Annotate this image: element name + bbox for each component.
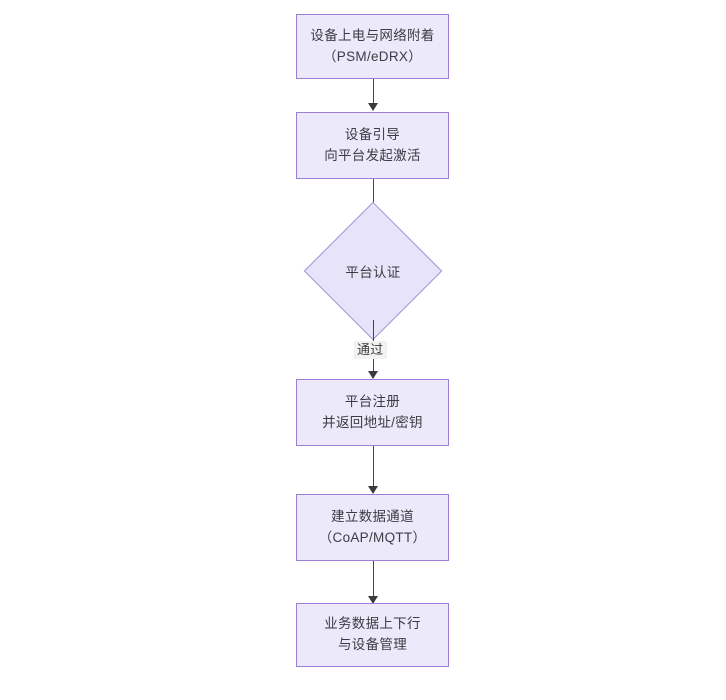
flow-arrowhead-4 bbox=[368, 486, 378, 494]
flow-node-text-line2: 并返回地址/密钥 bbox=[322, 414, 423, 430]
flow-node-text-line1: 设备引导 bbox=[344, 126, 401, 142]
flow-connector-4 bbox=[372, 446, 374, 491]
flow-node-text-line1: 业务数据上下行 bbox=[324, 616, 421, 632]
flow-node-device-bootstrap[interactable]: 设备引导 向平台发起激活 bbox=[296, 112, 449, 179]
flow-node-platform-register[interactable]: 平台注册 并返回地址/密钥 bbox=[296, 379, 449, 446]
flow-node-text-line2: 向平台发起激活 bbox=[324, 147, 421, 163]
flow-node-text-line1: 平台认证 bbox=[345, 265, 401, 280]
flow-node-text-line2: （PSM/eDRX） bbox=[322, 48, 423, 64]
flow-node-business-data[interactable]: 业务数据上下行 与设备管理 bbox=[296, 603, 449, 667]
flow-node-text-line2: 与设备管理 bbox=[338, 637, 407, 652]
flow-node-data-channel[interactable]: 建立数据通道 （CoAP/MQTT） bbox=[296, 494, 449, 561]
flow-arrowhead-5 bbox=[368, 596, 378, 604]
flow-connector-2 bbox=[372, 179, 374, 221]
flow-arrowhead-3 bbox=[368, 371, 378, 379]
flow-connector-1 bbox=[372, 79, 374, 105]
flow-node-text-line1: 平台注册 bbox=[344, 393, 401, 409]
flow-node-text-line2: （CoAP/MQTT） bbox=[318, 529, 427, 545]
flow-arrowhead-1 bbox=[368, 103, 378, 111]
flow-node-platform-auth[interactable]: 平台认证 bbox=[303, 201, 443, 341]
flow-connector-5 bbox=[372, 561, 374, 606]
flow-node-text-line1: 设备上电与网络附着 bbox=[310, 27, 435, 43]
flow-edge-label-pass: 通过 bbox=[354, 341, 387, 359]
flow-node-device-power-on[interactable]: 设备上电与网络附着 （PSM/eDRX） bbox=[296, 14, 449, 79]
flow-node-text-line1: 建立数据通道 bbox=[331, 508, 414, 524]
